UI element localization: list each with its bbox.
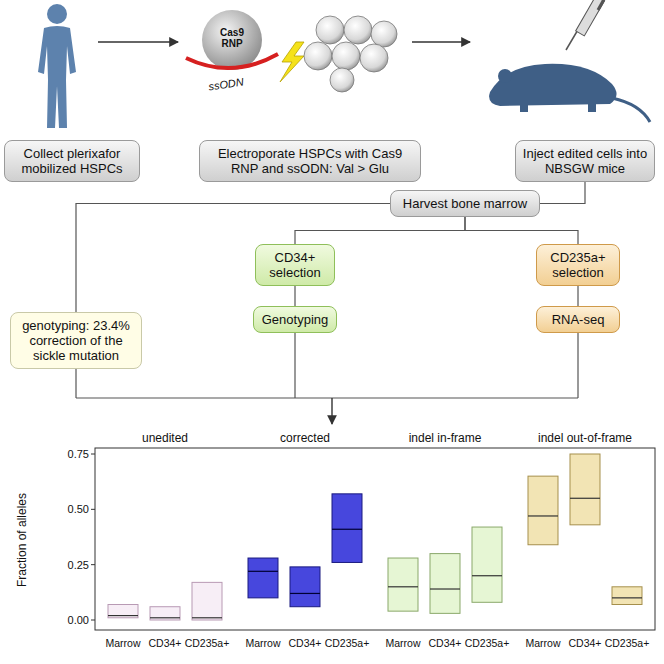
merge-lines bbox=[76, 333, 578, 398]
panel-title: indel in-frame bbox=[409, 432, 482, 444]
strand-label: ssODN bbox=[208, 76, 245, 93]
connector bbox=[294, 286, 295, 306]
step-box: Collect plerixafor mobilized HSPCs bbox=[4, 140, 140, 182]
step-arrow bbox=[412, 41, 470, 42]
tick-label: 0.50 bbox=[68, 503, 89, 515]
mouse bbox=[489, 64, 650, 122]
box-text: Inject edited cells into NBSGW mice bbox=[522, 146, 648, 176]
category-label: CD34+ bbox=[569, 637, 602, 649]
connector bbox=[76, 204, 390, 313]
assay-box: RNA-seq bbox=[536, 306, 620, 333]
step-arrow bbox=[98, 41, 178, 42]
panel-title: corrected bbox=[280, 432, 330, 444]
box-text: CD235a+ selection bbox=[543, 250, 613, 280]
cell-cluster bbox=[304, 16, 397, 92]
category-label: CD235a+ bbox=[325, 637, 370, 649]
axis-title: Fraction of alleles bbox=[16, 493, 28, 587]
box-text: Harvest bone marrow bbox=[397, 196, 533, 211]
category-label: Marrow bbox=[105, 637, 140, 649]
category-label: CD235a+ bbox=[465, 637, 510, 649]
syringe bbox=[566, 0, 607, 50]
step-box: Inject edited cells into NBSGW mice bbox=[515, 140, 655, 182]
tick-label: 0.00 bbox=[68, 614, 89, 626]
connector bbox=[465, 217, 578, 244]
assay-box: Genotyping bbox=[253, 306, 337, 333]
tick-label: 0.75 bbox=[68, 448, 89, 460]
tick-label: 0.25 bbox=[68, 559, 89, 571]
box-text: Genotyping bbox=[260, 312, 330, 327]
box-plot bbox=[91, 448, 655, 630]
panel-title: unedited bbox=[142, 432, 188, 444]
ssodn-strand bbox=[186, 54, 278, 68]
category-label: CD34+ bbox=[149, 637, 182, 649]
box-text: genotyping: 23.4% correction of the sick… bbox=[17, 318, 135, 363]
box-text: Electroporate HSPCs with Cas9 RNP and ss… bbox=[206, 146, 414, 176]
box-text: Collect plerixafor mobilized HSPCs bbox=[11, 146, 133, 176]
result-box: genotyping: 23.4% correction of the sick… bbox=[10, 312, 142, 369]
category-label: CD235a+ bbox=[605, 637, 650, 649]
electroporation-bolt bbox=[280, 42, 304, 82]
step-box: Harvest bone marrow bbox=[390, 190, 540, 217]
selection-box: CD34+ selection bbox=[255, 244, 335, 286]
panel-title: indel out-of-frame bbox=[538, 432, 632, 444]
box-text: RNA-seq bbox=[543, 312, 613, 327]
selection-box: CD235a+ selection bbox=[536, 244, 620, 286]
category-label: CD34+ bbox=[289, 637, 322, 649]
connector bbox=[577, 286, 578, 306]
human-figure bbox=[38, 4, 76, 128]
cas9-rnp bbox=[202, 10, 262, 70]
protein-label: Cas9 RNP bbox=[212, 27, 252, 49]
category-label: Marrow bbox=[525, 637, 560, 649]
box-text: CD34+ selection bbox=[262, 250, 328, 280]
category-label: Marrow bbox=[385, 637, 420, 649]
category-label: CD34+ bbox=[429, 637, 462, 649]
step-box: Electroporate HSPCs with Cas9 RNP and ss… bbox=[199, 140, 421, 182]
connector bbox=[295, 217, 465, 244]
category-label: CD235a+ bbox=[185, 637, 230, 649]
step-arrow bbox=[331, 398, 332, 424]
connector bbox=[540, 182, 585, 204]
category-label: Marrow bbox=[245, 637, 280, 649]
